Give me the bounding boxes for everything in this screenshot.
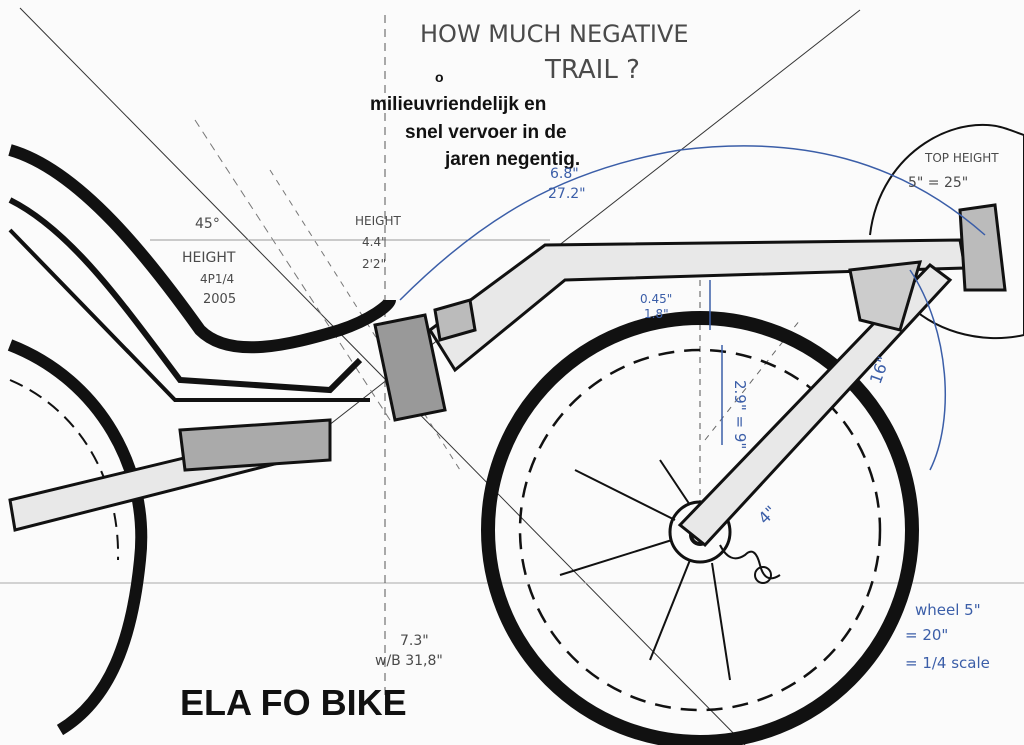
gap-value-2: 1.8" xyxy=(644,307,669,321)
rear-wheel-inner-dash xyxy=(9,379,120,561)
bottom-mirrored-note: w/B 31,8" 7.3" xyxy=(375,633,443,669)
seat xyxy=(8,144,396,402)
diagonal-line-1 xyxy=(19,7,746,745)
mirrored-caption-line-0: o xyxy=(435,69,444,85)
mirrored-caption-line-3: jaren negentig. xyxy=(444,149,580,170)
scale-note: wheel 5" = 20" = 1/4 scale xyxy=(905,601,990,672)
dimension-arcs xyxy=(399,145,986,471)
seat-back xyxy=(8,144,396,354)
seat-annotation: 45° HEIGHT 4P1/4 2005 xyxy=(182,216,236,307)
bottom-note-line-1: w/B 31,8" xyxy=(375,653,443,669)
chainring-outline xyxy=(869,123,1024,339)
frame xyxy=(8,203,1007,548)
title-line-2: TRAIL ? xyxy=(544,55,640,85)
mirrored-caption-line-2: snel vervoer in de xyxy=(405,122,567,143)
front-wheel xyxy=(481,311,919,745)
bottom-note-line-2: 7.3" xyxy=(400,633,429,649)
boom-annotation: 6.8" 27.2" xyxy=(548,166,586,202)
gap-value-1: 0.45" xyxy=(640,292,672,306)
front-wheel-rim-dash xyxy=(518,348,882,712)
seat-clamp xyxy=(373,313,447,422)
boom-value-2: 27.2" xyxy=(548,186,586,202)
seat-angle: 45° xyxy=(195,216,220,232)
rear-top-annotation: TOP HEIGHT 5" = 25" xyxy=(908,151,999,191)
front-wheel-tire xyxy=(481,311,919,745)
mirrored-caption: o milieuvriendelijk en snel vervoer in d… xyxy=(370,69,580,170)
mid-annotation: HEIGHT 4.4" 2'2" xyxy=(355,214,401,271)
mirrored-footer: ELA FO BIKE xyxy=(180,682,407,723)
bolt-plate xyxy=(433,298,477,342)
seat-frame-rail xyxy=(8,228,370,402)
seat-dashed-line xyxy=(194,119,391,421)
gap-annotation: 0.45" 1.8" xyxy=(640,292,672,321)
head-tube xyxy=(848,260,923,332)
scale-note-line-1: wheel 5" xyxy=(915,601,981,619)
boom-length-arc xyxy=(399,145,986,301)
fork-length-arc xyxy=(909,269,947,471)
front-fork xyxy=(677,263,953,548)
seat-height-label: HEIGHT xyxy=(182,250,236,266)
seat-height-value-1: 4P1/4 xyxy=(200,272,234,286)
front-wheel-spokes xyxy=(559,459,731,681)
hub-value: 4" xyxy=(754,502,780,528)
top-height-label: TOP HEIGHT xyxy=(924,151,999,165)
wheel-diag-dash xyxy=(704,319,801,441)
mirrored-caption-line-1: milieuvriendelijk en xyxy=(370,94,546,115)
mid-height-value-1: 4.4" xyxy=(362,235,387,249)
wheel-height-value: 2.9" = 9" xyxy=(731,380,749,449)
spring-curl xyxy=(719,544,781,580)
mid-height-value-2: 2'2" xyxy=(362,257,386,271)
seat-frame-lower xyxy=(8,197,363,394)
boom-value-1: 6.8" xyxy=(550,166,579,182)
mid-height-label: HEIGHT xyxy=(355,214,401,228)
scale-note-line-2: = 20" xyxy=(905,626,948,644)
top-height-value: 5" = 25" xyxy=(908,175,968,191)
bottom-bracket xyxy=(958,203,1007,292)
lower-bracket xyxy=(178,418,332,472)
title-line-1: HOW MUCH NEGATIVE xyxy=(420,20,689,48)
scale-note-line-3: = 1/4 scale xyxy=(905,654,990,672)
rear-wheel-tire xyxy=(7,339,148,736)
front-hub xyxy=(668,500,732,564)
rear-wheel xyxy=(7,339,148,736)
seat-height-value-2: 2005 xyxy=(203,292,236,307)
spring-end xyxy=(754,566,772,584)
